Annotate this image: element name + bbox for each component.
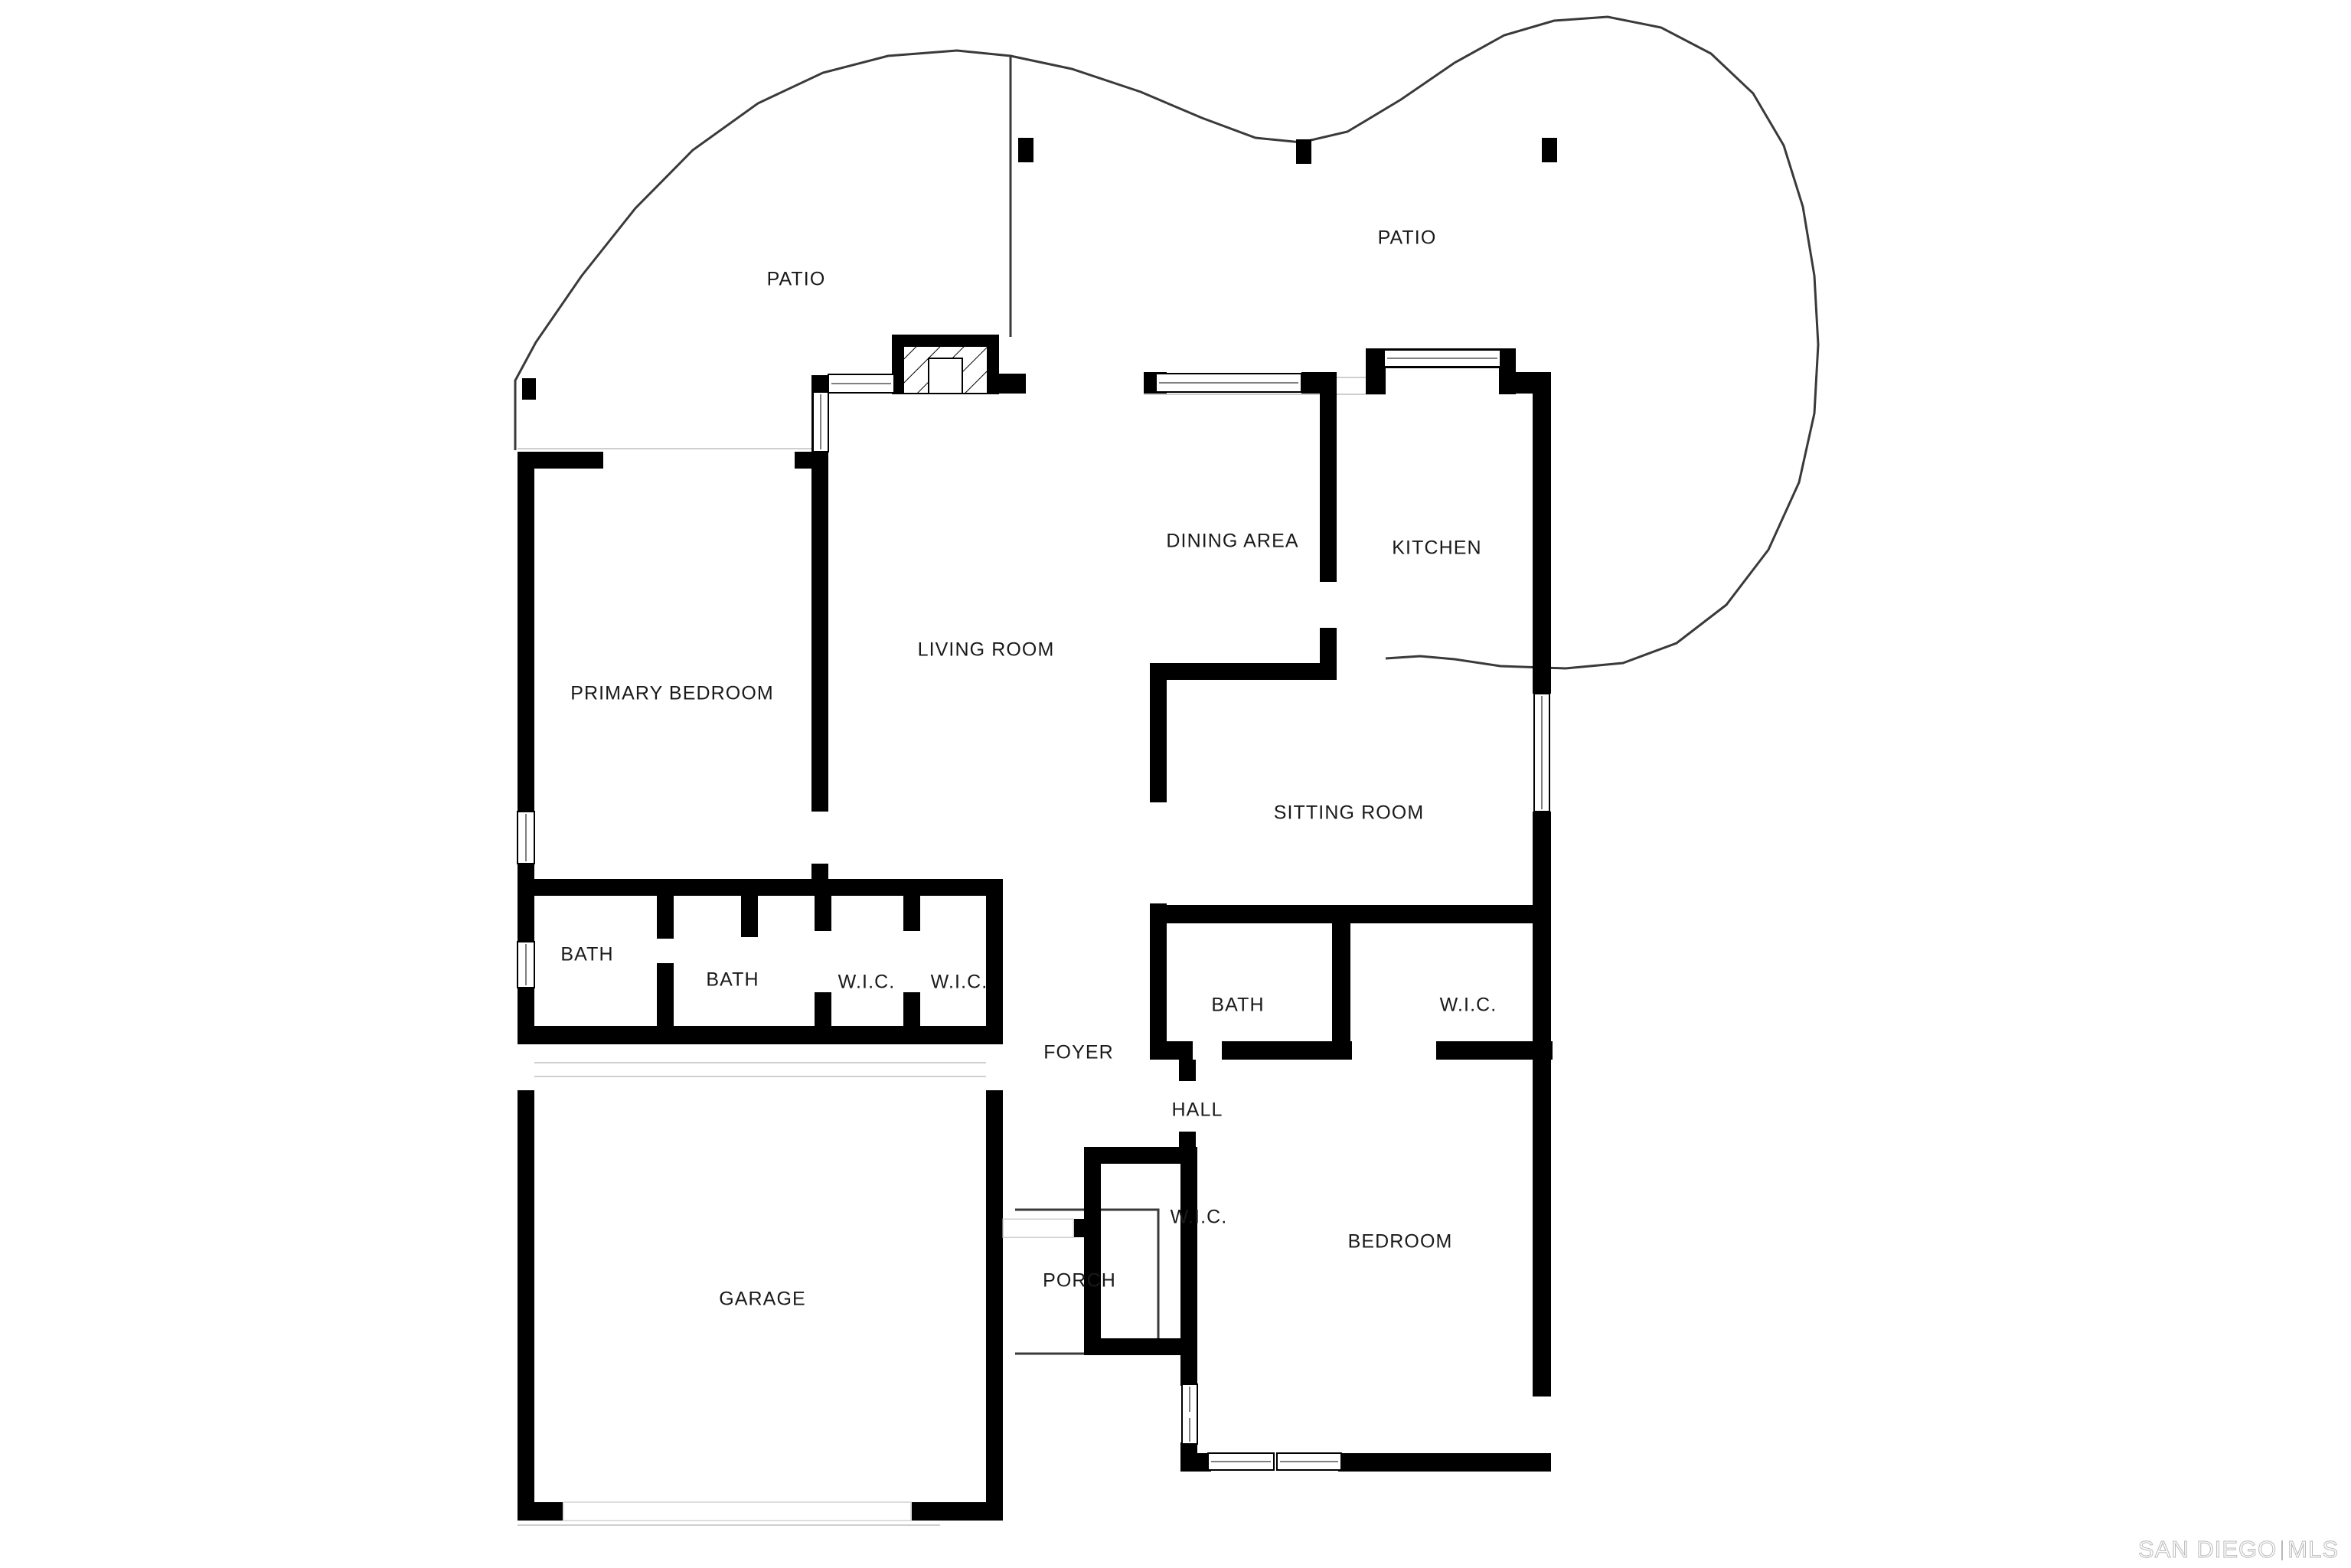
patio-post [1296,139,1311,164]
room-label-bath-left: BATH [560,943,614,965]
door-opening [986,1044,1003,1063]
room-label-foyer: FOYER [1043,1041,1114,1063]
door-opening [518,1060,534,1090]
fireplace-icon [903,345,988,394]
room-label-hall: HALL [1171,1099,1223,1121]
patio-outline [514,15,1820,670]
mls-watermark: SAN DIEGO MLS [2137,1536,2339,1563]
room-label-wic-2: W.I.C. [930,971,988,993]
watermark-right-text: MLS [2287,1536,2339,1563]
watermark-left-text: SAN DIEGO [2137,1536,2278,1563]
room-label-patio-left: PATIO [766,268,826,290]
door-opening [657,939,674,963]
room-label-sitting-room: SITTING ROOM [1273,802,1425,824]
window [1181,1383,1198,1445]
room-label-dining-area: DINING AREA [1166,530,1299,552]
openings [517,349,1550,1521]
room-label-wic-3: W.I.C. [1439,994,1497,1016]
door-opening [811,812,828,864]
door-opening [1320,582,1337,628]
door-opening [1179,1081,1196,1132]
room-label-wic-4: W.I.C. [1170,1206,1228,1228]
door-opening [603,452,795,469]
patio-post [1018,138,1033,162]
door-opening [1352,1041,1436,1060]
garage-door [563,1501,912,1521]
room-label-garage: GARAGE [719,1288,806,1310]
room-label-primary-bedroom: PRIMARY BEDROOM [570,682,774,704]
watermark-separator [2281,1540,2284,1560]
room-label-bath-hall: BATH [1211,994,1265,1016]
room-label-bedroom: BEDROOM [1347,1230,1453,1253]
walls [518,138,1557,1521]
patio-post [522,378,536,400]
patio-post [1542,138,1557,162]
door-opening [1193,1041,1222,1060]
door-opening [986,1060,1003,1090]
door-opening [1150,802,1167,903]
room-label-porch: PORCH [1043,1269,1116,1292]
room-label-kitchen: KITCHEN [1392,537,1482,559]
door-opening [1002,1218,1074,1238]
door-opening [903,931,920,992]
room-label-living-room: LIVING ROOM [917,639,1055,661]
door-opening [815,931,831,992]
room-label-patio-right: PATIO [1377,227,1437,249]
room-label-bath-primary: BATH [706,969,759,991]
room-label-wic-1: W.I.C. [838,971,896,993]
